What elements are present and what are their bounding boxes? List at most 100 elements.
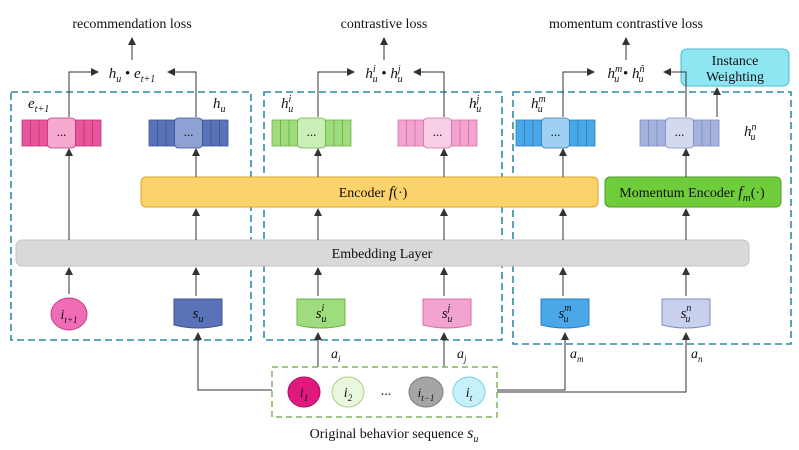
vector-ellipsis: ...	[184, 124, 194, 139]
vector-cell	[325, 119, 335, 147]
embedding-layer-label: Embedding Layer	[332, 247, 433, 262]
momentum-contrastive-loss-title: momentum contrastive loss	[549, 17, 703, 32]
embedding-layer-bar	[15, 239, 750, 267]
vector-ellipsis: ...	[675, 124, 685, 139]
instance-weighting-line2: Weighting	[706, 70, 764, 85]
vector-cell	[21, 119, 31, 147]
vector-cell	[157, 119, 167, 147]
arrow-hm-to-formula	[562, 68, 595, 117]
label-e-next: et+1	[28, 96, 49, 115]
vector-ellipsis: ...	[307, 124, 317, 139]
vector-h-u: ...	[148, 117, 229, 149]
vector-cell	[406, 119, 416, 147]
seq-item-i1	[287, 376, 321, 408]
node-s-u-label: su	[193, 306, 204, 325]
vector-cell	[414, 119, 424, 147]
vector-cell	[219, 119, 229, 147]
recommendation-formula: hu • et+1	[109, 66, 155, 85]
contrastive-loss-title: contrastive loss	[341, 17, 428, 32]
vector-cell	[288, 119, 298, 147]
seq-item-i2-label: i2	[344, 386, 353, 403]
vector-cell	[75, 119, 85, 147]
vector-cell	[710, 119, 720, 147]
sequence-caption: Original behavior sequence su	[310, 425, 479, 445]
arrow-seq-to-su	[194, 332, 272, 391]
vector-cell	[202, 119, 212, 147]
label-h-u: hu	[213, 96, 226, 115]
vector-cell	[30, 119, 40, 147]
embedding-vectors: ..................	[21, 117, 720, 149]
arrow-hj-to-formula	[413, 68, 445, 117]
vector-cell	[38, 119, 48, 147]
vector-cell	[271, 119, 281, 147]
vector-cell	[397, 119, 407, 147]
arrow-seq-to-sm	[497, 332, 569, 391]
aug-a-m: am	[570, 347, 584, 364]
vector-cell	[280, 119, 290, 147]
vector-cell	[515, 119, 525, 147]
node-i-next	[50, 297, 88, 331]
arrow-e-to-formula	[68, 68, 99, 117]
vector-cell	[701, 119, 711, 147]
instance-weighting-line1: Instance	[712, 54, 759, 69]
vector-h-i: ...	[271, 117, 352, 149]
seq-item-i1-label: i1	[300, 386, 308, 403]
seq-item-i-t	[452, 376, 486, 408]
vector-cell	[648, 119, 658, 147]
encoder-bar	[140, 176, 599, 208]
vector-cell	[210, 119, 220, 147]
instance-weighting-box	[680, 48, 790, 87]
aug-a-j: aj	[457, 347, 467, 364]
vector-cell	[333, 119, 343, 147]
vector-cell	[586, 119, 596, 147]
seq-ellipsis: ...	[381, 384, 392, 399]
vector-cell	[639, 119, 649, 147]
vector-h-j: ...	[397, 117, 478, 149]
contrastive-group-box	[263, 91, 503, 341]
vector-cell	[342, 119, 352, 147]
aug-a-n: an	[691, 347, 703, 364]
vector-cell	[577, 119, 587, 147]
momentum-encoder-label: Momentum Encoder fm(·)	[619, 184, 765, 204]
node-s-m	[540, 298, 590, 329]
arrow-hi-to-formula	[317, 68, 355, 117]
vector-cell	[459, 119, 469, 147]
vector-cell	[83, 119, 93, 147]
vector-ellipsis: ...	[551, 124, 561, 139]
momentum-group-box	[512, 91, 792, 345]
vector-cell	[92, 119, 102, 147]
seq-item-i-t-minus-1	[408, 376, 444, 408]
recommendation-loss-title: recommendation loss	[72, 17, 191, 32]
vector-cell	[532, 119, 542, 147]
vector-h-m: ...	[515, 117, 596, 149]
vector-cell	[148, 119, 158, 147]
vector-cell	[451, 119, 461, 147]
momentum-encoder-bar	[604, 176, 782, 208]
node-s-j	[422, 298, 472, 329]
aug-a-i: ai	[331, 347, 341, 364]
arrow-hu-to-formula	[167, 68, 197, 117]
arrow-hn-to-formula	[663, 68, 687, 117]
vector-cell	[524, 119, 534, 147]
vector-e-next: ...	[21, 117, 102, 149]
vector-cell	[569, 119, 579, 147]
node-s-i	[296, 298, 346, 329]
arrow-seq-to-sn	[497, 332, 690, 393]
recommendation-group-box	[10, 91, 252, 341]
vector-h-n: ...	[639, 117, 720, 149]
node-s-n	[661, 298, 711, 329]
vector-cell	[165, 119, 175, 147]
vector-ellipsis: ...	[57, 124, 67, 139]
